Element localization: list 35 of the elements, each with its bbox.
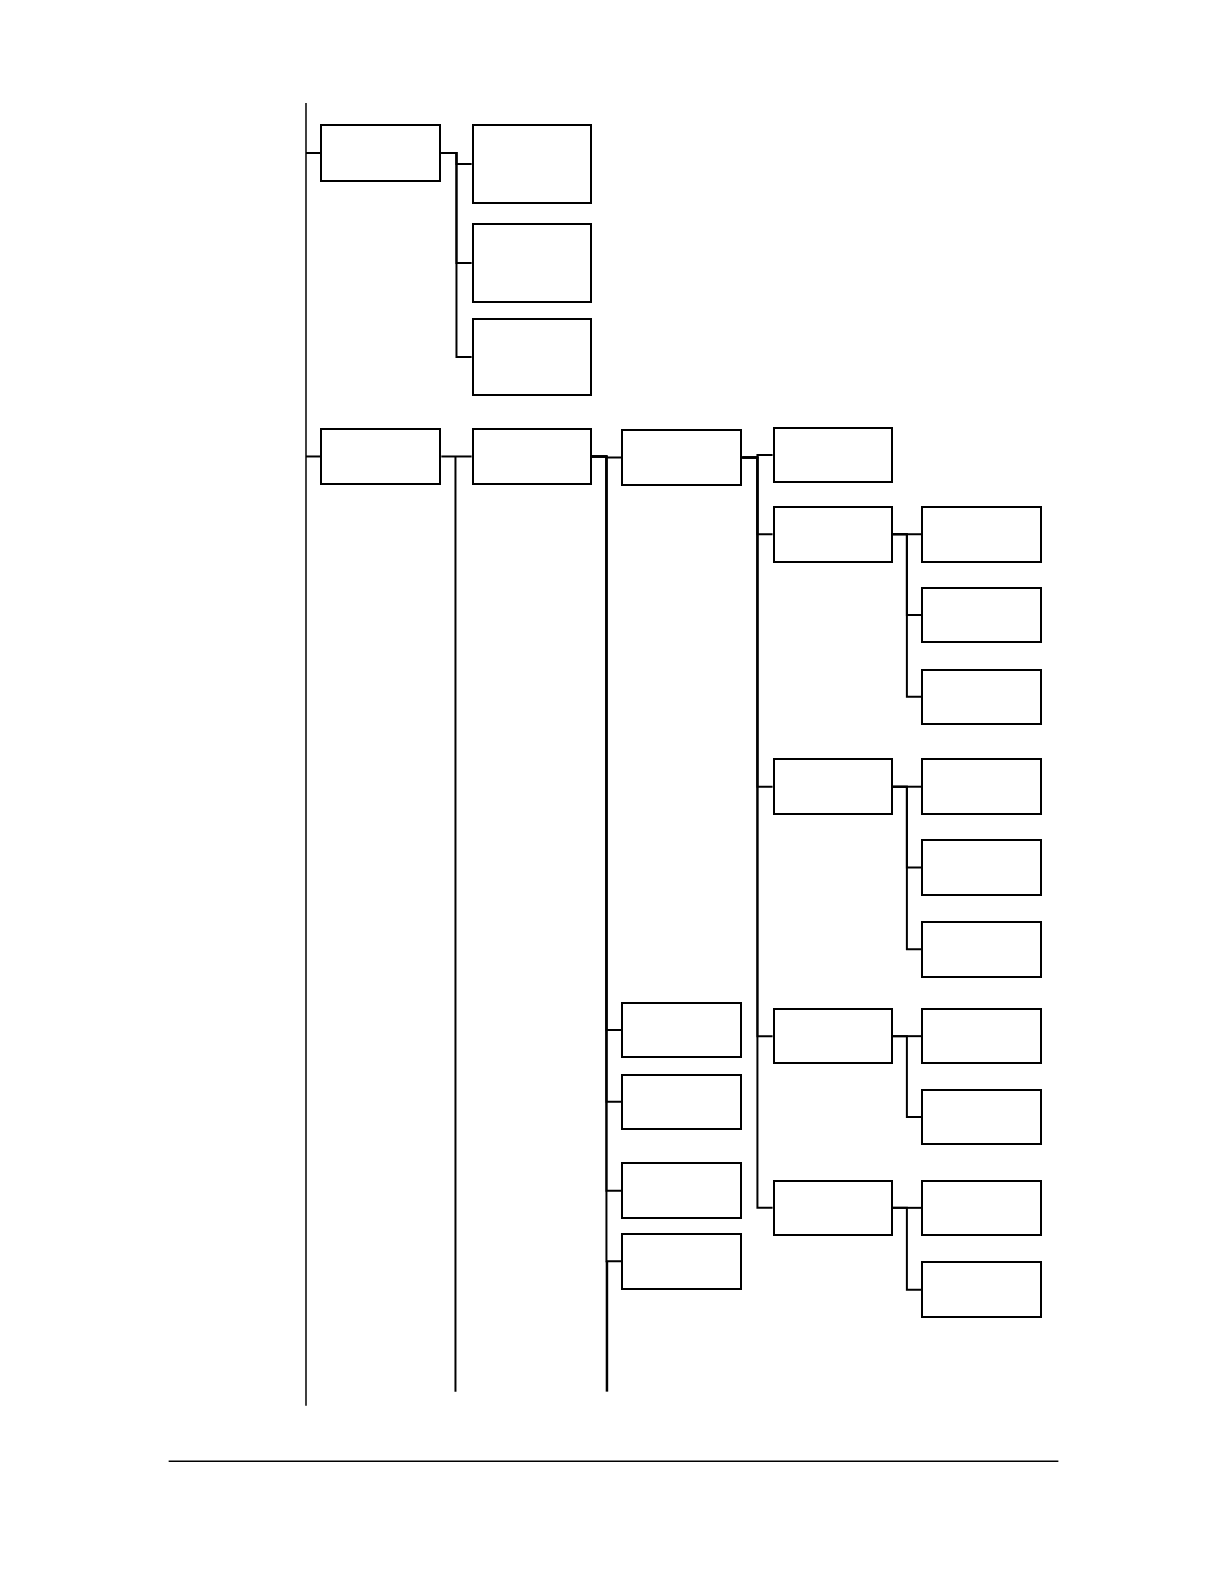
connector-line <box>891 1035 923 1118</box>
empty-box <box>621 1001 743 1059</box>
empty-box <box>621 1073 743 1131</box>
empty-box <box>921 586 1043 644</box>
empty-box <box>772 758 893 815</box>
empty-box <box>921 1088 1043 1146</box>
empty-box <box>471 223 592 303</box>
empty-box <box>772 1179 893 1237</box>
empty-box <box>921 668 1043 726</box>
connector-line <box>440 455 473 458</box>
empty-box <box>921 839 1043 896</box>
connector-line <box>891 785 923 951</box>
empty-box <box>921 505 1043 563</box>
empty-box <box>921 1179 1043 1237</box>
empty-box <box>772 1007 893 1065</box>
empty-box <box>320 124 442 182</box>
connector-line <box>305 152 322 154</box>
empty-box <box>320 428 442 485</box>
empty-box <box>921 758 1043 815</box>
empty-box <box>621 429 743 486</box>
empty-box <box>471 124 592 204</box>
empty-box <box>471 428 592 485</box>
connector-line <box>440 152 473 358</box>
empty-box <box>921 1007 1043 1065</box>
connector-line <box>891 1206 923 1291</box>
empty-box <box>471 318 592 396</box>
connector-line <box>305 455 322 458</box>
empty-box <box>621 1233 743 1290</box>
empty-box <box>921 921 1043 978</box>
empty-box <box>772 427 893 483</box>
empty-box <box>621 1162 743 1219</box>
empty-box <box>772 505 893 563</box>
empty-box <box>921 1261 1043 1318</box>
connector-line <box>891 533 923 698</box>
connector-line <box>741 456 774 1209</box>
